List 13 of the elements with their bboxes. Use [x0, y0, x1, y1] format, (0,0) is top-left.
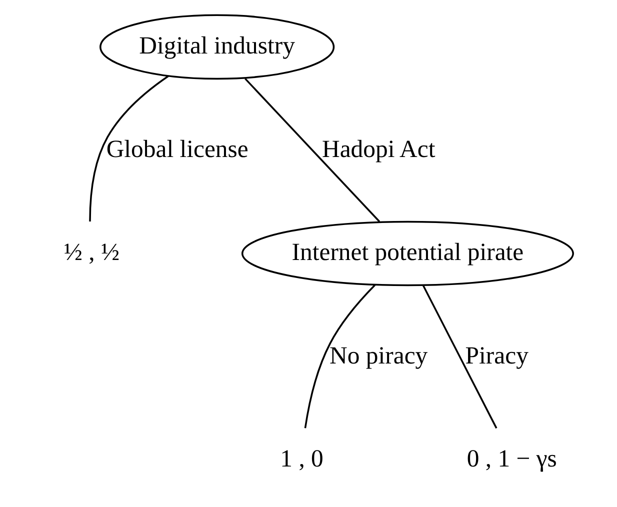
connector — [304, 284, 376, 428]
node-text: 0 , 1 − γs — [466, 446, 557, 473]
edge-label: Hadopi Act — [322, 136, 436, 163]
node-ellipse: Internet potential pirate — [241, 220, 574, 286]
node-text: ½ , ½ — [64, 239, 120, 266]
node-ellipse: Digital industry — [100, 14, 335, 80]
connector — [89, 75, 169, 222]
node-text: 1 , 0 — [280, 446, 324, 473]
connector — [244, 78, 380, 222]
connector — [422, 284, 498, 429]
edge-label: Global license — [106, 136, 248, 163]
edge-label: Piracy — [465, 342, 528, 370]
edge-label: No piracy — [330, 342, 428, 370]
